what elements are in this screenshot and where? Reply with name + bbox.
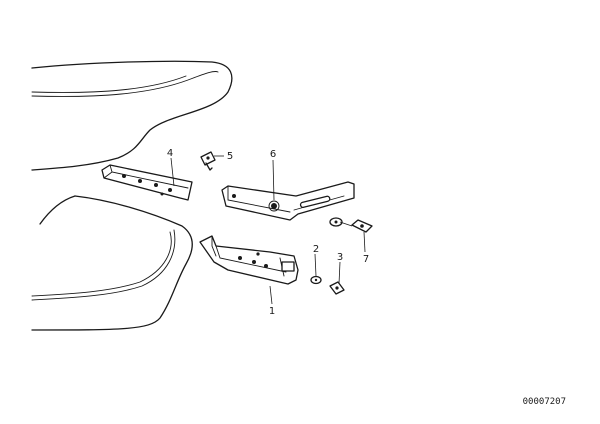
bracket-part-4 xyxy=(101,164,193,201)
callout-5: 5 xyxy=(227,151,233,162)
callout-7: 7 xyxy=(363,254,369,265)
catalog-number: 00007207 xyxy=(523,397,566,407)
leader-lines xyxy=(170,155,366,305)
callout-2: 2 xyxy=(313,244,319,255)
callout-1: 1 xyxy=(269,306,275,317)
bracket-part-6 xyxy=(221,181,355,221)
washer-part-2 xyxy=(310,275,322,285)
callout-3: 3 xyxy=(337,252,343,263)
callout-4: 4 xyxy=(167,148,173,159)
screw-part-5 xyxy=(200,151,216,171)
callout-6: 6 xyxy=(270,149,276,160)
upper-seat-shell xyxy=(31,60,233,171)
screw-part-3 xyxy=(329,281,345,295)
bracket-part-1 xyxy=(199,235,299,285)
bolt-part-7 xyxy=(329,217,373,233)
lower-seat-shell xyxy=(31,195,193,331)
